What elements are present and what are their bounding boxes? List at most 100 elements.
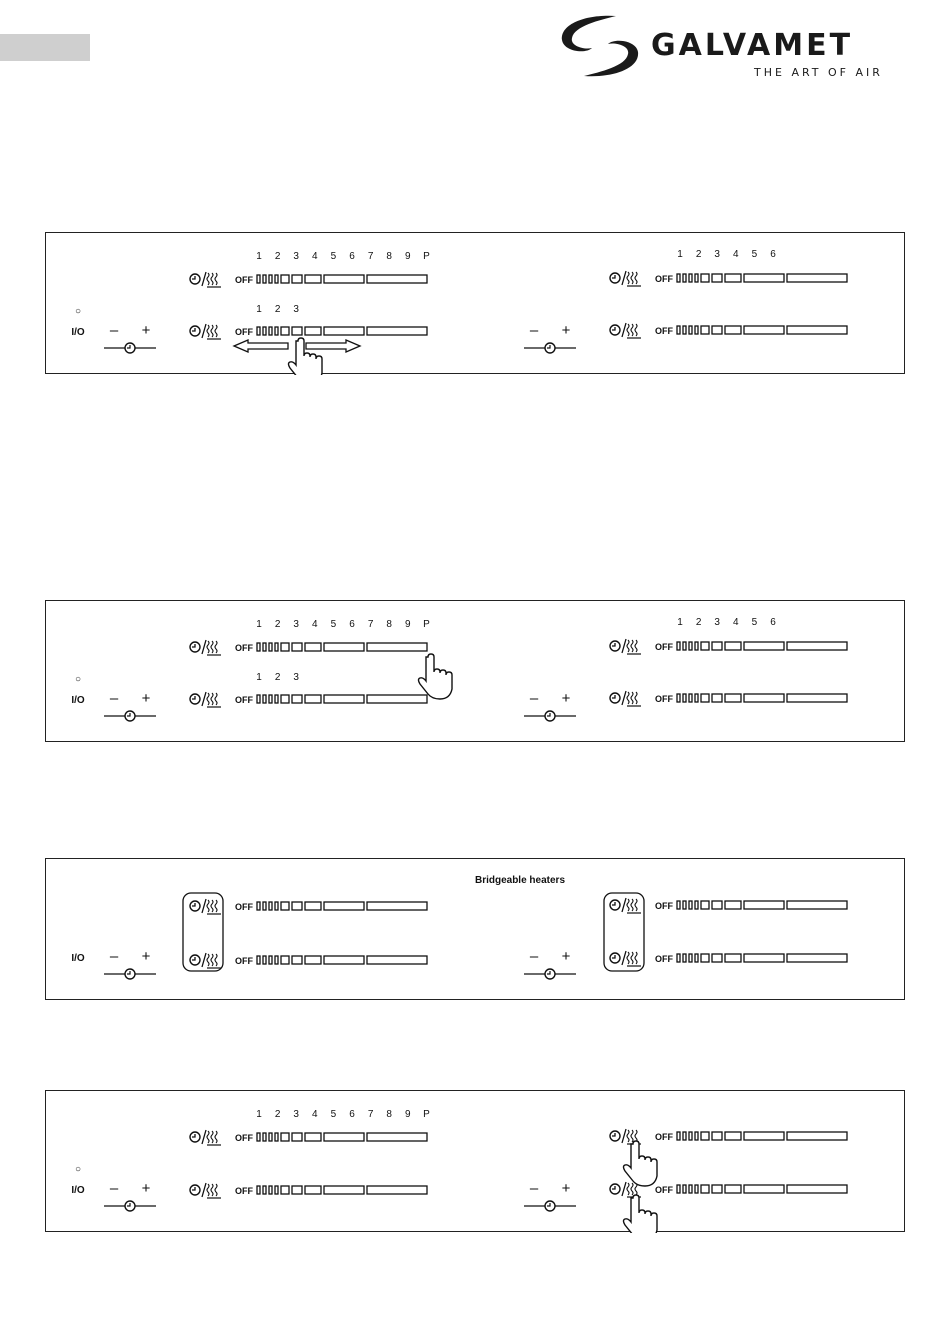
power-level-segment[interactable] <box>689 694 692 702</box>
power-level-segment[interactable] <box>324 643 364 651</box>
power-level-segment[interactable] <box>725 1132 741 1140</box>
power-level-segment[interactable] <box>677 326 680 334</box>
power-level-segment[interactable] <box>367 327 427 335</box>
power-level-segment[interactable] <box>305 1133 321 1141</box>
power-level-segment[interactable] <box>281 275 289 283</box>
timer-plus-button[interactable]: + <box>562 690 571 707</box>
timer-minus-button[interactable]: – <box>530 1180 539 1197</box>
power-level-segment[interactable] <box>744 642 784 650</box>
power-level-segment[interactable] <box>689 1132 692 1140</box>
power-level-segment[interactable] <box>275 643 278 651</box>
power-level-segment[interactable] <box>257 275 260 283</box>
power-level-segment[interactable] <box>257 956 260 964</box>
power-level-segment[interactable] <box>281 643 289 651</box>
timer-minus-button[interactable]: – <box>530 690 539 707</box>
on-off-button[interactable]: I/O <box>71 327 85 338</box>
power-level-segment[interactable] <box>275 1186 278 1194</box>
power-level-segment[interactable] <box>292 1186 302 1194</box>
power-level-segment[interactable] <box>281 1133 289 1141</box>
power-level-segment[interactable] <box>292 902 302 910</box>
power-level-segment[interactable] <box>725 1185 741 1193</box>
power-level-segment[interactable] <box>367 695 427 703</box>
power-level-segment[interactable] <box>324 327 364 335</box>
power-level-segment[interactable] <box>269 956 272 964</box>
power-level-segment[interactable] <box>305 327 321 335</box>
power-level-segment[interactable] <box>275 902 278 910</box>
timer-minus-button[interactable]: – <box>110 948 119 965</box>
power-level-segment[interactable] <box>275 275 278 283</box>
timer-minus-button[interactable]: – <box>110 690 119 707</box>
power-level-segment[interactable] <box>263 902 266 910</box>
power-level-segment[interactable] <box>263 1186 266 1194</box>
power-level-segment[interactable] <box>712 694 722 702</box>
power-level-segment[interactable] <box>367 956 427 964</box>
power-level-segment[interactable] <box>744 901 784 909</box>
power-level-segment[interactable] <box>683 694 686 702</box>
power-level-segment[interactable] <box>275 956 278 964</box>
power-level-segment[interactable] <box>689 326 692 334</box>
power-level-segment[interactable] <box>744 1185 784 1193</box>
power-level-segment[interactable] <box>269 643 272 651</box>
power-level-segment[interactable] <box>683 954 686 962</box>
timer-heat-button[interactable] <box>610 898 641 913</box>
power-level-segment[interactable] <box>787 694 847 702</box>
power-level-segment[interactable] <box>677 954 680 962</box>
power-level-segment[interactable] <box>275 327 278 335</box>
power-level-segment[interactable] <box>263 956 266 964</box>
timer-heat-button[interactable] <box>610 271 641 286</box>
power-level-segment[interactable] <box>305 902 321 910</box>
power-level-segment[interactable] <box>677 274 680 282</box>
power-level-segment[interactable] <box>701 326 709 334</box>
power-level-segment[interactable] <box>367 902 427 910</box>
power-level-segment[interactable] <box>689 642 692 650</box>
power-level-segment[interactable] <box>712 1185 722 1193</box>
power-level-segment[interactable] <box>725 954 741 962</box>
power-level-segment[interactable] <box>701 1132 709 1140</box>
power-level-segment[interactable] <box>701 954 709 962</box>
timer-plus-button[interactable]: + <box>562 948 571 965</box>
power-level-segment[interactable] <box>725 274 741 282</box>
power-level-segment[interactable] <box>712 642 722 650</box>
power-level-segment[interactable] <box>695 694 698 702</box>
power-level-segment[interactable] <box>269 902 272 910</box>
timer-minus-button[interactable]: – <box>530 948 539 965</box>
power-level-segment[interactable] <box>683 901 686 909</box>
power-level-segment[interactable] <box>281 956 289 964</box>
power-level-segment[interactable] <box>744 274 784 282</box>
power-level-segment[interactable] <box>324 1186 364 1194</box>
power-level-segment[interactable] <box>367 1186 427 1194</box>
timer-heat-button[interactable] <box>190 324 221 339</box>
power-level-segment[interactable] <box>787 274 847 282</box>
power-level-segment[interactable] <box>701 901 709 909</box>
power-level-segment[interactable] <box>275 1133 278 1141</box>
power-level-segment[interactable] <box>787 954 847 962</box>
timer-minus-button[interactable]: – <box>110 322 119 339</box>
timer-heat-button[interactable] <box>190 953 221 968</box>
timer-minus-button[interactable]: – <box>530 322 539 339</box>
timer-heat-button[interactable] <box>190 692 221 707</box>
power-level-segment[interactable] <box>269 1186 272 1194</box>
power-level-segment[interactable] <box>305 643 321 651</box>
power-level-segment[interactable] <box>367 1133 427 1141</box>
timer-plus-button[interactable]: + <box>142 1180 151 1197</box>
power-level-segment[interactable] <box>689 274 692 282</box>
power-level-segment[interactable] <box>712 326 722 334</box>
timer-heat-button[interactable] <box>190 640 221 655</box>
power-level-segment[interactable] <box>292 643 302 651</box>
power-level-segment[interactable] <box>695 1185 698 1193</box>
power-level-segment[interactable] <box>305 695 321 703</box>
power-level-segment[interactable] <box>744 1132 784 1140</box>
timer-plus-button[interactable]: + <box>142 322 151 339</box>
timer-heat-button[interactable] <box>190 272 221 287</box>
power-level-segment[interactable] <box>367 275 427 283</box>
power-level-segment[interactable] <box>263 695 266 703</box>
timer-heat-button[interactable] <box>610 691 641 706</box>
power-level-segment[interactable] <box>677 1132 680 1140</box>
power-level-segment[interactable] <box>324 1133 364 1141</box>
power-level-segment[interactable] <box>701 694 709 702</box>
power-level-segment[interactable] <box>744 694 784 702</box>
power-level-segment[interactable] <box>257 643 260 651</box>
timer-heat-button[interactable] <box>190 899 221 914</box>
power-level-segment[interactable] <box>257 695 260 703</box>
power-level-segment[interactable] <box>725 901 741 909</box>
